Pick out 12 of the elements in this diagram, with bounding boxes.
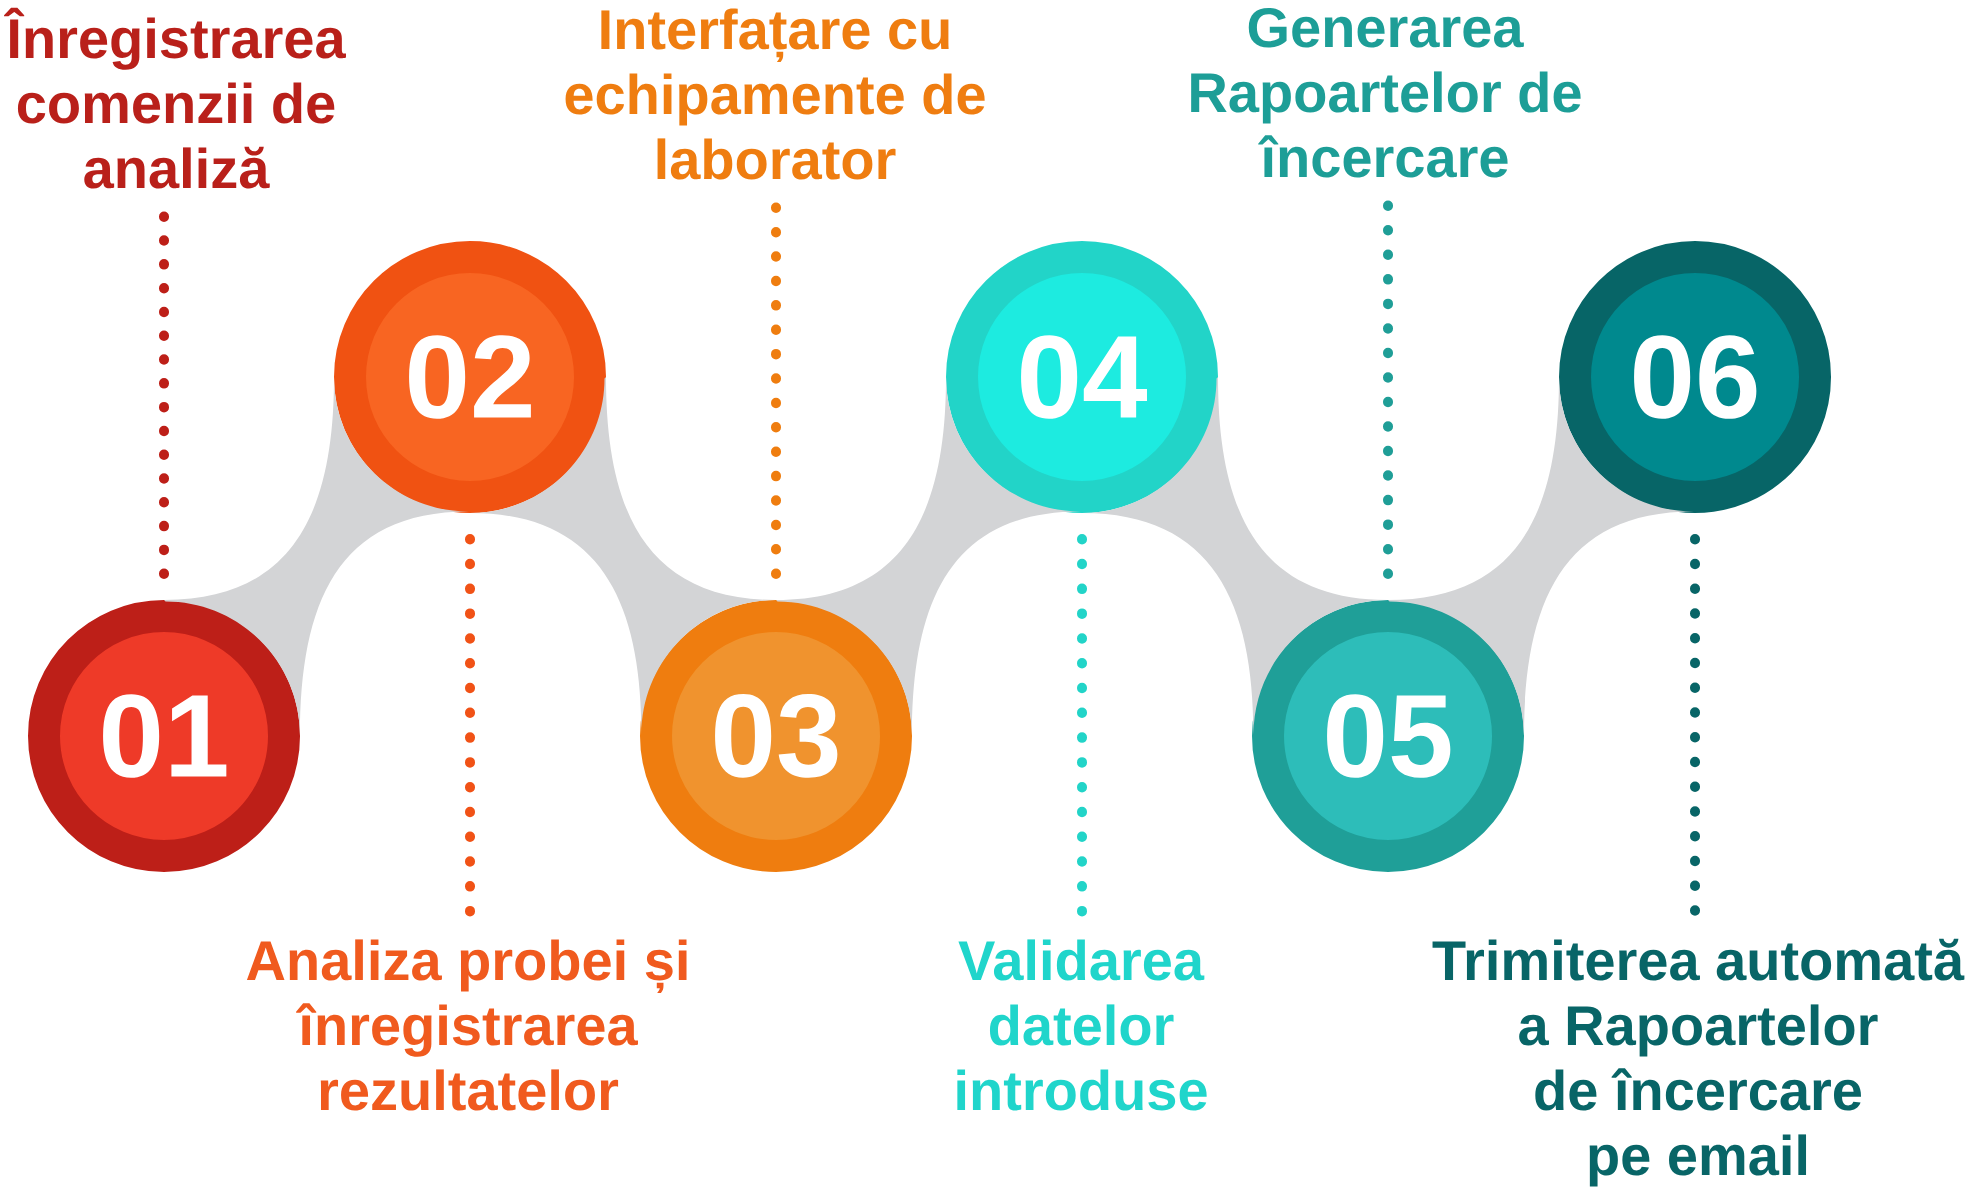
step-label: Validarea datelor introduse bbox=[957, 939, 1207, 1111]
leader-line bbox=[1690, 534, 1700, 916]
leader-line bbox=[1383, 200, 1393, 579]
leader-line bbox=[771, 202, 781, 579]
leader-line bbox=[465, 534, 475, 917]
step-label: Trimiterea automată a Rapoartelor de încercare pe email bbox=[1432, 938, 1965, 1187]
leader-line bbox=[159, 211, 169, 579]
step-label: Înregistrarea comenzii de analiză bbox=[4, 7, 346, 189]
step-label: Analiza probei și înregistrarea rezultatelor bbox=[246, 939, 687, 1111]
step-label: Interfațare cu echipamente de laborator bbox=[565, 8, 985, 180]
step-label: Generarea Rapoartelor de încercare bbox=[1191, 7, 1581, 178]
leader-line bbox=[1077, 534, 1087, 917]
